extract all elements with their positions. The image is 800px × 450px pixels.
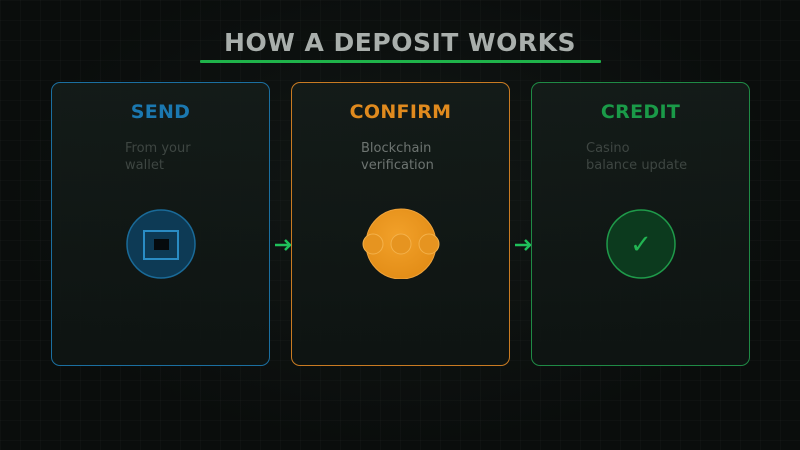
step-description-send: From your wallet [125,141,191,173]
checkmark-glyph: ✓ [630,230,652,260]
step-card-credit: CREDIT Casino balance update ✓ [531,82,750,366]
checkmark-icon: ✓ [606,207,678,279]
step-title-credit: CREDIT [600,101,681,123]
step-description-confirm: Blockchain verification [361,141,434,173]
blockchain-nodes-icon [362,207,440,279]
step-card-confirm: CONFIRM Blockchain verification [291,82,510,366]
wallet-icon [126,207,198,279]
arrow-right-icon [514,235,534,255]
step-title-confirm: CONFIRM [349,101,452,123]
step-description-credit: Casino balance update [586,141,688,173]
arrow-right-icon [274,235,294,255]
diagram-title: HOW A DEPOSIT WORKS [224,28,576,57]
step-card-send: SEND From your wallet [51,82,270,366]
step-title-send: SEND [130,101,191,123]
title-underline [200,60,601,63]
